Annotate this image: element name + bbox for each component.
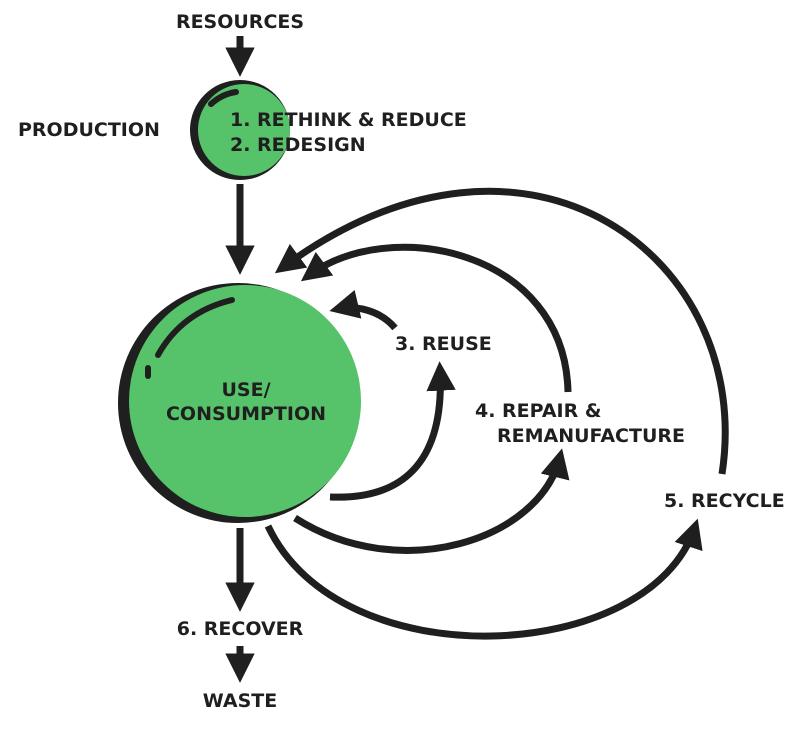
redesign-label: 2. REDESIGN bbox=[230, 134, 366, 156]
use-label: USE/ bbox=[221, 379, 270, 401]
reuse-label: 3. REUSE bbox=[395, 333, 492, 355]
resources-label: RESOURCES bbox=[176, 11, 304, 33]
repair-loop-arrow-back bbox=[300, 243, 572, 393]
consumption-label: CONSUMPTION bbox=[166, 403, 326, 425]
production-label: PRODUCTION bbox=[18, 119, 160, 141]
remanufacture-label: REMANUFACTURE bbox=[497, 425, 685, 447]
production-circle bbox=[190, 80, 290, 180]
repair-label: 4. REPAIR & bbox=[475, 400, 601, 422]
reuse-loop-arrow-out bbox=[329, 361, 456, 501]
recycle-loop-arrow-out bbox=[264, 518, 703, 640]
recover-label: 6. RECOVER bbox=[177, 618, 304, 640]
repair-loop-arrow-out bbox=[293, 448, 570, 554]
rethink-reduce-label: 1. RETHINK & REDUCE bbox=[230, 109, 467, 131]
waste-label: WASTE bbox=[203, 690, 277, 712]
recycle-label: 5. RECYCLE bbox=[664, 490, 785, 512]
use-consumption-circle bbox=[118, 283, 361, 523]
reuse-loop-arrow-back bbox=[329, 289, 398, 331]
recycle-loop-arrow-back bbox=[274, 188, 729, 475]
